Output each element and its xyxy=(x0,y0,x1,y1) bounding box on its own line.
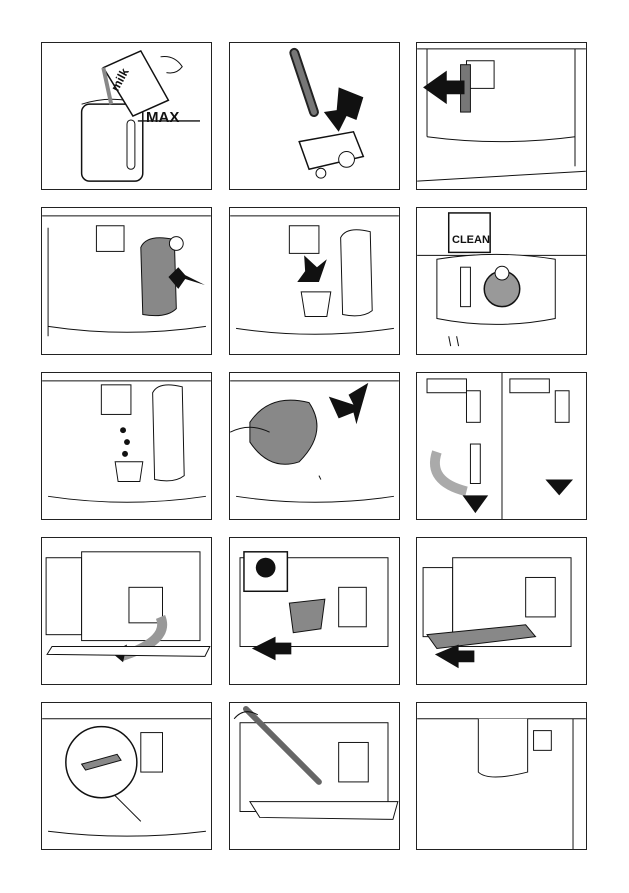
open-door-illustration xyxy=(42,538,211,684)
wipe-cloth-illustration xyxy=(230,373,399,519)
attach-container-illustration xyxy=(42,208,211,354)
panel-brush-inside-unit xyxy=(229,702,400,850)
panel-pull-out-drip-tray xyxy=(416,537,587,685)
remove-container-illustration xyxy=(230,538,399,684)
tube-and-cap-illustration xyxy=(230,43,399,189)
panel-place-glass-under-spout xyxy=(229,207,400,355)
inner-slot-illustration xyxy=(42,703,211,849)
glass-under-spout-illustration xyxy=(230,208,399,354)
panel-remove-drip-tray-container xyxy=(229,537,400,685)
milk-container-illustration xyxy=(42,43,211,189)
panel-insert-tube-into-cap xyxy=(229,42,400,190)
panel-attach-milk-container xyxy=(41,207,212,355)
panel-dispense-into-glass xyxy=(41,372,212,520)
panel-disassemble-spout-parts xyxy=(416,372,587,520)
panel-reassembled-machine xyxy=(416,702,587,850)
panel-remove-milk-tube xyxy=(416,42,587,190)
disassemble-illustration xyxy=(417,373,586,519)
reassembled-illustration xyxy=(417,703,586,849)
clean-label: CLEAN xyxy=(452,234,490,246)
panel-set-knob-clean: CLEAN xyxy=(416,207,587,355)
clean-knob-illustration xyxy=(417,208,586,354)
pull-tray-illustration xyxy=(417,538,586,684)
dispense-illustration xyxy=(42,373,211,519)
max-label: MAX xyxy=(146,109,179,126)
panel-clean-inner-slot xyxy=(41,702,212,850)
panel-wipe-spout-with-cloth xyxy=(229,372,400,520)
panel-open-front-door xyxy=(41,537,212,685)
panel-fill-milk-container: milk MAX xyxy=(41,42,212,190)
brush-illustration xyxy=(230,703,399,849)
machine-tube-removal-illustration xyxy=(417,43,586,189)
